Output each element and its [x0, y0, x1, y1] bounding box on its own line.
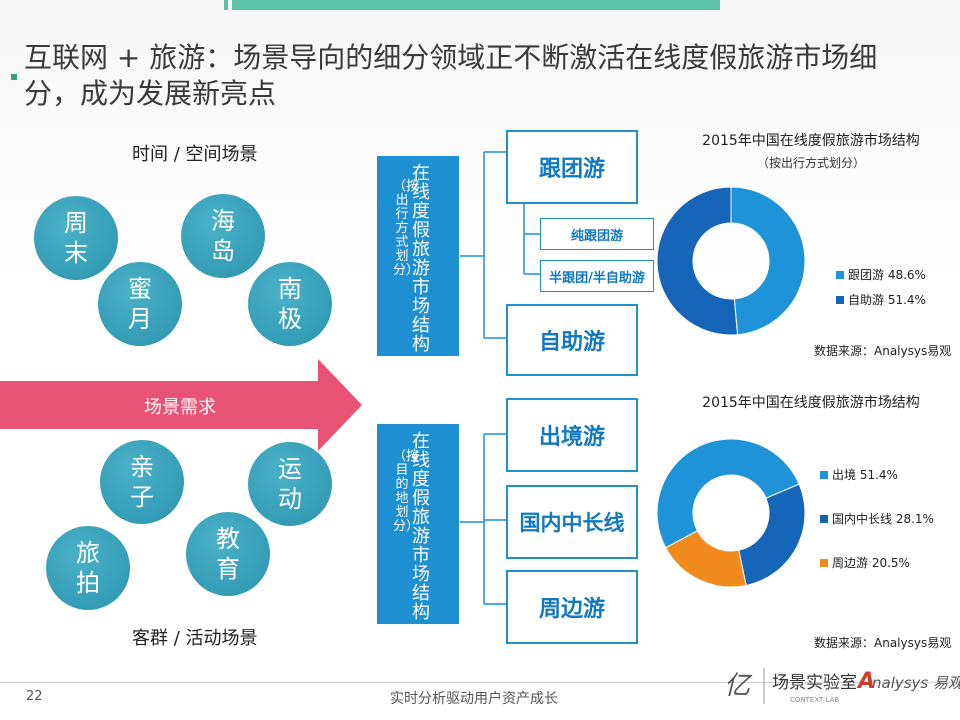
bubble-island: 海岛: [181, 194, 265, 278]
chart2-title: 2015年中国在线度假旅游市场结构: [702, 395, 920, 411]
bubble-antarctica: 南极: [248, 262, 332, 346]
option-self-guided: 自助游: [506, 304, 638, 376]
chart2-legend-1: 国内中长线 28.1%: [820, 510, 934, 527]
chart1-title: 2015年中国在线度假旅游市场结构: [702, 133, 920, 149]
option-semi-group-tour: 半跟团/半自助游: [540, 260, 654, 292]
chart1-source: 数据来源：Analysys易观: [814, 344, 952, 358]
option-group-tour: 跟团游: [506, 130, 638, 204]
scene-top-label: 时间 / 空间场景: [132, 144, 258, 165]
chart1-legend-1: 自助游 51.4%: [836, 291, 926, 308]
footer-slogan: 实时分析驱动用户资产成长: [390, 691, 558, 707]
bubble-weekend: 周末: [34, 196, 118, 280]
top-accent-tick: [224, 0, 228, 10]
option-pure-group-tour: 纯跟团游: [540, 218, 654, 250]
chart2-legend-0: 出境 51.4%: [820, 466, 898, 483]
scene-demand-arrow: [0, 359, 362, 451]
svg-text:A: A: [856, 669, 875, 694]
bubble-sports: 运动: [248, 442, 332, 526]
chart1-legend-0: 跟团游 48.6%: [836, 266, 926, 283]
top-accent-bar: [232, 0, 720, 10]
chart1-subtitle: （按出行方式划分）: [756, 156, 865, 170]
svg-text:CONTEXT LAB: CONTEXT LAB: [790, 696, 839, 704]
page-title: 互联网 + 旅游：场景导向的细分领域正不断激活在线度假旅游市场细分，成为发展新亮…: [24, 41, 878, 110]
chart1-slice-0: [730, 186, 806, 336]
chart2-slice-0: [656, 438, 800, 549]
analysys-logo: 亿 场景实验室 CONTEXT LAB A nalysys 易观: [720, 660, 960, 712]
chart1-donut: [656, 186, 806, 336]
page-number: 22: [26, 689, 43, 704]
chart2-source: 数据来源：Analysys易观: [814, 636, 952, 650]
option-domestic-long: 国内中长线: [506, 485, 638, 559]
svg-text:场景实验室: 场景实验室: [772, 673, 857, 693]
bubble-education: 教育: [186, 512, 270, 596]
bubble-family: 亲子: [100, 440, 184, 524]
svg-text:亿: 亿: [724, 671, 753, 701]
chart2-slice-1: [738, 483, 806, 587]
option-nearby: 周边游: [506, 570, 638, 644]
arrow-label: 场景需求: [144, 397, 216, 418]
title-marker: [11, 74, 17, 80]
bubble-photo: 旅拍: [46, 526, 130, 610]
option-outbound: 出境游: [506, 398, 638, 472]
chart2-legend-2: 周边游 20.5%: [820, 554, 910, 571]
footer-divider: [0, 682, 960, 683]
upper-structure-box: 在线度假旅游市场结构 （按出行方式划分）: [377, 156, 459, 356]
chart2-slice-2: [664, 530, 747, 588]
lower-structure-box: 在线度假旅游市场结构 （按目的地划分）: [377, 424, 459, 624]
chart1-slice-1: [656, 186, 739, 336]
svg-text:nalysys 易观: nalysys 易观: [872, 674, 960, 692]
chart2-donut: [656, 438, 806, 588]
scene-bottom-label: 客群 / 活动场景: [132, 628, 258, 649]
bubble-honeymoon: 蜜月: [98, 262, 182, 346]
